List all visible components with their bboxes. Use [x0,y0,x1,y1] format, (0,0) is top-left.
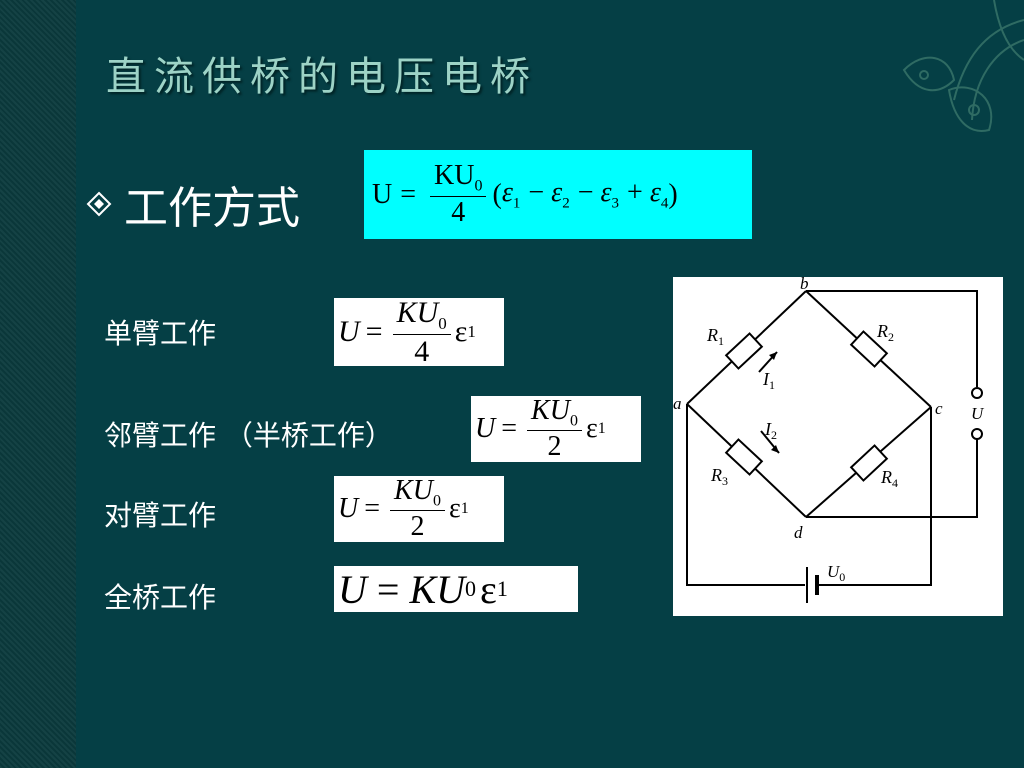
formula-equals: = [400,178,417,210]
bridge-circuit-diagram: b a c d R1 R2 R3 R4 I1 I2 U U0 [673,277,1003,616]
bullet-text: 工作方式 [124,183,300,234]
mode-label-single: 单臂工作 [104,317,217,350]
mode-label-adjacent: 邻臂工作 （半桥工作） [104,419,393,452]
node-label-b: b [800,277,809,293]
arrowhead-i2-icon [771,445,779,453]
output-terminal-top-icon [971,387,983,399]
label-r3: R3 [710,465,728,488]
output-terminal-bottom-icon [971,428,983,440]
node-label-d: d [794,523,803,542]
resistor-r1 [724,332,764,370]
label-r1: R1 [706,325,724,348]
formula-term-4: + ε4 [627,176,669,212]
formula-denominator: 4 [430,195,487,229]
formula-term-1: ε1 [501,176,521,212]
bullet-working-mode: 工作方式 [86,172,300,236]
wire-a-source [686,404,805,586]
resistor-r4 [849,444,889,482]
wire-source-c [819,407,932,586]
decorative-left-strip [0,0,76,768]
formula-paren-close: ) [668,178,678,210]
formula-numerator-sub: 0 [474,177,483,195]
resistor-r3 [724,438,764,476]
mode-label-full: 全桥工作 [104,581,217,614]
arrowhead-i1-icon [769,352,777,360]
node-label-c: c [935,399,943,418]
formula-fraction: KU0 4 [430,160,487,229]
label-r2: R2 [876,321,894,344]
formula-numerator: KU [434,160,475,192]
label-output-u: U [971,404,985,423]
formula-term-3: − ε3 [577,176,620,212]
label-i2: I2 [764,419,777,442]
node-label-a: a [673,394,682,413]
formula-lhs: U [372,178,393,210]
formula-paren-open: ( [492,178,502,210]
slide: 直流供桥的电压电桥 工作方式 U = KU0 4 ( ε1 − ε2 − ε3 … [76,0,1024,768]
resistor-r2 [849,330,889,368]
formula-term-2: − ε2 [528,176,570,212]
label-i1: I1 [762,369,775,392]
mode-label-opposite: 对臂工作 [104,499,217,532]
label-source-u0: U0 [827,562,845,584]
wire-b-output [806,290,978,387]
butterfly-ornament-icon [902,0,1024,132]
wire-output-d [806,437,978,518]
main-formula: U = KU0 4 ( ε1 − ε2 − ε3 + ε4 ) [364,150,752,239]
label-r4: R4 [880,467,898,490]
diamond-bullet-icon [86,191,112,217]
slide-title: 直流供桥的电压电桥 [106,54,538,100]
